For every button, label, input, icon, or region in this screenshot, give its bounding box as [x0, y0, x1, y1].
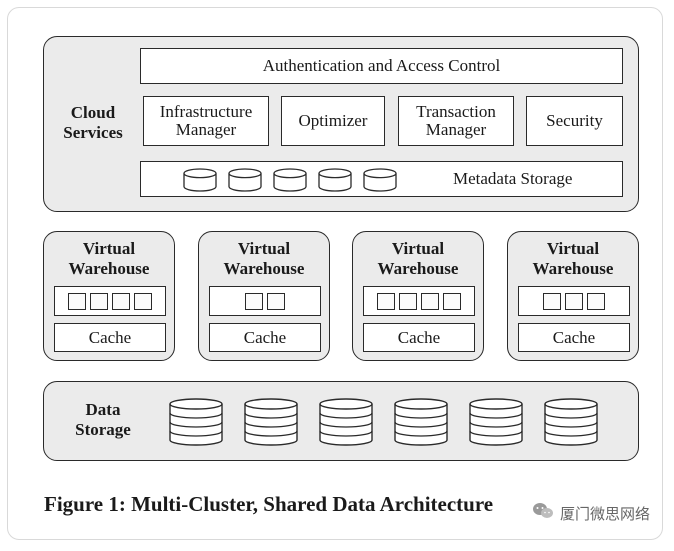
metadata-cylinder-icon: [273, 168, 307, 192]
watermark: 厦门微思网络: [532, 498, 662, 528]
compute-slots-box: [209, 286, 321, 316]
transaction-manager-box: Transaction Manager: [398, 96, 514, 146]
storage-disk-icon: [544, 398, 598, 446]
storage-disk-icon: [244, 398, 298, 446]
cache-box: Cache: [363, 323, 475, 352]
compute-node-slot: [421, 292, 439, 310]
data-storage-label: Data Storage: [75, 400, 131, 439]
storage-disk-icon: [319, 398, 373, 446]
data-storage-panel: Data Storage: [43, 381, 639, 461]
compute-slots-box: [54, 286, 166, 316]
metadata-cylinder-icon: [363, 168, 397, 192]
compute-node-slot: [68, 292, 86, 310]
compute-node-slot: [543, 292, 561, 310]
infrastructure-manager-box: Infrastructure Manager: [143, 96, 269, 146]
wechat-icon: [532, 502, 554, 524]
cache-box: Cache: [518, 323, 630, 352]
cache-box: Cache: [209, 323, 321, 352]
cache-box: Cache: [54, 323, 166, 352]
compute-node-slot: [134, 292, 152, 310]
storage-disk-icon: [394, 398, 448, 446]
metadata-storage-box: Metadata Storage: [140, 161, 623, 197]
compute-slots-box: [518, 286, 630, 316]
cloud-services-label: Cloud Services: [63, 103, 123, 142]
security-box: Security: [526, 96, 623, 146]
metadata-cylinder-icon: [228, 168, 262, 192]
compute-node-slot: [377, 292, 395, 310]
metadata-cylinder-icon: [318, 168, 352, 192]
cloud-services-panel: Cloud Services Authentication and Access…: [43, 36, 639, 212]
compute-node-slot: [90, 292, 108, 310]
watermark-text: 厦门微思网络: [560, 504, 651, 523]
metadata-cylinder-icon: [183, 168, 217, 192]
compute-node-slot: [443, 292, 461, 310]
compute-slots-box: [363, 286, 475, 316]
compute-node-slot: [267, 292, 285, 310]
auth-access-control-box: Authentication and Access Control: [140, 48, 623, 84]
compute-node-slot: [112, 292, 130, 310]
optimizer-box: Optimizer: [281, 96, 385, 146]
storage-disk-icon: [469, 398, 523, 446]
compute-node-slot: [565, 292, 583, 310]
data-storage-disks: [169, 396, 609, 448]
storage-disk-icon: [169, 398, 223, 446]
compute-node-slot: [587, 292, 605, 310]
compute-node-slot: [245, 292, 263, 310]
compute-node-slot: [399, 292, 417, 310]
figure-caption: Figure 1: Multi-Cluster, Shared Data Arc…: [44, 492, 494, 516]
metadata-cylinders: [183, 168, 413, 192]
